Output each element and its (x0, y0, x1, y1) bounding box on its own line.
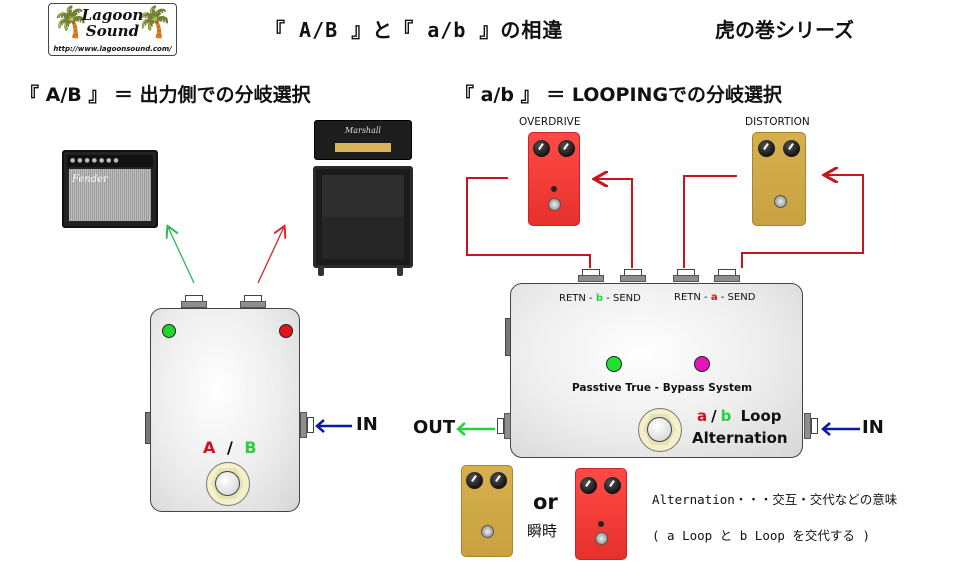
series-title: 虎の巻シリーズ (715, 18, 854, 42)
jack-label-a: RETN - a - SEND (674, 292, 755, 303)
knob-icon (490, 472, 507, 489)
logo-line1: Lagoon (81, 6, 144, 24)
jack-b-send[interactable] (620, 269, 646, 283)
arrow-to-amp-a (168, 227, 195, 284)
distortion-label: DISTORTION (745, 116, 810, 128)
arrow-in-ab (315, 419, 352, 433)
overdrive-pedal-bottom[interactable] (575, 468, 627, 560)
loop-label: a/b Loop (697, 406, 782, 427)
knob-icon (533, 140, 550, 157)
speaker-cabinet-b (313, 166, 413, 268)
pedal-led (598, 521, 604, 527)
amp-control-plate (335, 143, 391, 152)
footswitch-button[interactable] (647, 417, 672, 442)
output-jack-a[interactable] (181, 295, 207, 309)
knob-icon (758, 140, 775, 157)
amp-brand: Marshall (345, 126, 381, 135)
label-separator: / (226, 438, 233, 457)
pedal-stomp (548, 198, 561, 211)
loop-a-text: a (697, 407, 708, 425)
led-loop-b (606, 356, 622, 372)
output-jack-b[interactable] (240, 295, 266, 309)
jack-label-right: - SEND (717, 292, 756, 303)
jack-a-send[interactable] (714, 269, 740, 283)
cabinet-caster (318, 266, 324, 276)
input-jack[interactable] (300, 412, 314, 438)
jack-label-b: RETN - b - SEND (559, 293, 641, 304)
amp-grille (69, 169, 151, 221)
wire-b-send (594, 179, 633, 268)
lagoon-sound-logo[interactable]: 🌴 🌴 Lagoon Sound http://www.lagoonsound.… (48, 3, 177, 56)
amp-control-panel (67, 155, 153, 167)
palm-tree-icon: 🌴 (135, 5, 173, 40)
led-loop-a (694, 356, 710, 372)
ab-footswitch[interactable] (206, 462, 250, 506)
distortion-pedal[interactable] (752, 132, 806, 226)
arrow-in-loop (821, 422, 860, 436)
instant-label: 瞬時 (527, 522, 558, 540)
loop-word: Loop (740, 407, 782, 425)
overdrive-label: OVERDRIVE (519, 116, 581, 128)
amp-head-b: Marshall (314, 120, 412, 160)
knob-icon (466, 472, 483, 489)
in-label-ab: IN (356, 414, 378, 435)
input-jack-loop[interactable] (804, 413, 818, 439)
loop-b-text: b (720, 407, 732, 425)
jack-label-right: - SEND (603, 293, 641, 304)
knob-icon (558, 140, 575, 157)
loop-a-letter: a (710, 292, 718, 303)
ab-heading: 『 A/B 』 ＝ 出力側での分岐選択 (20, 84, 311, 106)
pedal-led (551, 186, 557, 192)
in-label-loop: IN (862, 417, 884, 438)
wire-a-return (683, 175, 737, 268)
or-label: or (533, 490, 558, 514)
jack-label-left: RETN - (674, 292, 711, 303)
logo-line2: Sound (85, 22, 140, 40)
cabinet-caster (397, 266, 403, 276)
combo-amp-a: ●●●●●●● Fender (62, 150, 158, 228)
loop-heading: 『 a/b 』 ＝ LOOPINGでの分岐選択 (455, 84, 783, 106)
pedal-stomp (595, 532, 608, 545)
system-label: Passtive True - Bypass System (572, 382, 753, 394)
cabinet-grille (322, 175, 404, 259)
ab-label: A / B (203, 438, 257, 457)
led-b (279, 324, 293, 338)
page-title: 『 A/B 』と『 a/b 』の相違 (265, 18, 564, 42)
label-a: A (203, 438, 216, 457)
pedal-stomp (481, 525, 494, 538)
alternation-note: Alternation・・・交互・交代などの意味 (652, 492, 898, 507)
out-label: OUT (413, 417, 456, 438)
arrow-to-amp-b (257, 227, 284, 284)
jack-a-return[interactable] (673, 269, 699, 283)
jack-b-return[interactable] (578, 269, 604, 283)
loop-footswitch[interactable] (638, 408, 682, 452)
loop-separator: / (711, 407, 717, 425)
overdrive-pedal[interactable] (528, 132, 580, 226)
knob-icon (604, 477, 621, 494)
palm-tree-icon: 🌴 (52, 5, 90, 40)
output-jack[interactable] (497, 413, 511, 439)
jack-label-left: RETN - (559, 293, 596, 304)
loop-b-letter: b (595, 293, 603, 304)
alternation-explanation: ( a Loop と b Loop を交代する ) (652, 528, 870, 543)
arrow-out (456, 422, 495, 436)
footswitch-button[interactable] (215, 471, 240, 496)
label-b: B (244, 438, 257, 457)
knob-icon (783, 140, 800, 157)
knob-icon (580, 477, 597, 494)
logo-url: http://www.lagoonsound.com/ (53, 45, 172, 53)
amp-knobs: ●●●●●●● (70, 157, 121, 164)
alternation-label: Alternation (692, 429, 788, 447)
distortion-pedal-bottom[interactable] (461, 465, 513, 557)
led-a (162, 324, 176, 338)
amp-brand: Fender (72, 174, 108, 185)
pedal-stomp (774, 195, 787, 208)
